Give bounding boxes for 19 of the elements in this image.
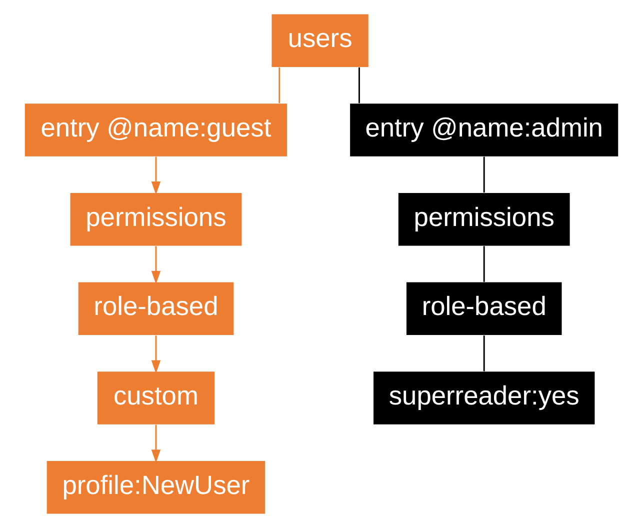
node-box: role-based — [78, 282, 234, 336]
node-box: superreader:yes — [373, 372, 594, 424]
connector — [482, 335, 484, 372]
connector — [278, 67, 280, 104]
connector — [482, 246, 484, 282]
arrow — [150, 424, 160, 463]
node-box: permissions — [70, 192, 242, 246]
connector — [482, 156, 484, 193]
node-box: custom — [96, 372, 214, 424]
arrow — [150, 246, 160, 284]
node-box: entry @name:guest — [24, 104, 287, 156]
node-box: profile:NewUser — [46, 461, 265, 514]
node-box: role-based — [406, 282, 562, 336]
arrow — [150, 335, 160, 374]
arrow — [150, 156, 160, 195]
node-box: permissions — [398, 192, 570, 246]
node-box: users — [271, 14, 368, 67]
node-box: entry @name:admin — [350, 104, 618, 156]
connector — [358, 67, 360, 104]
